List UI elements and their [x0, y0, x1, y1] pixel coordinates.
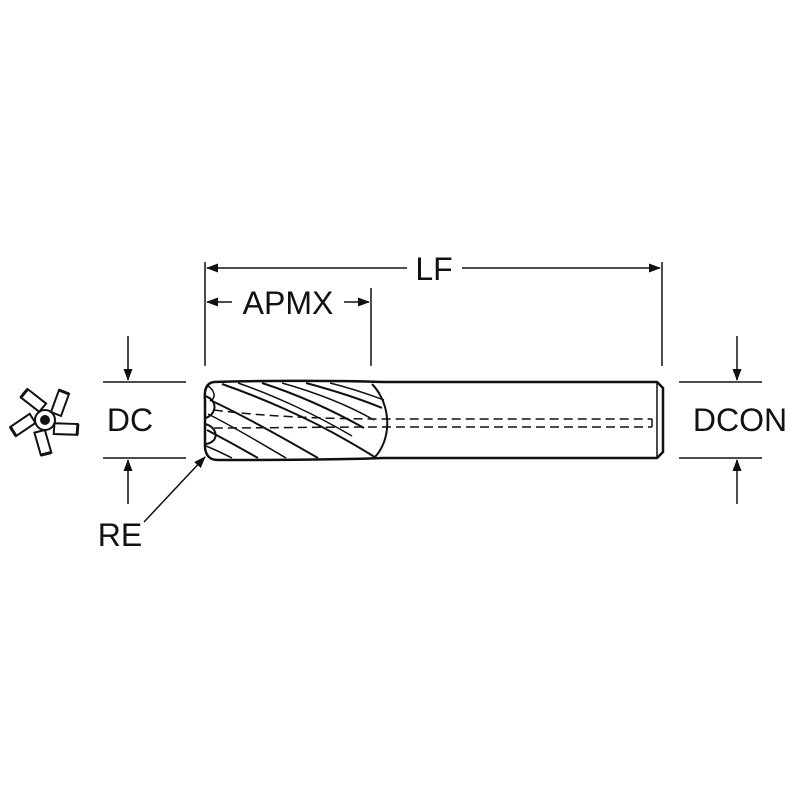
- cutter-end-view-icon: [8, 387, 80, 457]
- helical-flutes: [205, 382, 385, 459]
- lf-dimension: LF: [206, 251, 661, 287]
- flute-runout-curve: [371, 383, 389, 459]
- dc-label: DC: [107, 402, 153, 438]
- extension-lines: [103, 262, 762, 459]
- coolant-hole-lower: [213, 426, 652, 429]
- dc-dimension: DC: [107, 336, 153, 504]
- end-view-flute-4: [8, 412, 37, 438]
- re-dimension: RE: [98, 456, 206, 553]
- lf-label: LF: [415, 251, 452, 287]
- apmx-label: APMX: [243, 285, 334, 321]
- end-mill-side-view: [203, 379, 665, 462]
- re-leader-line: [143, 456, 206, 523]
- end-view-flute-2: [52, 422, 80, 436]
- re-label: RE: [98, 517, 142, 553]
- apmx-dimension: APMX: [206, 285, 370, 321]
- coolant-hole-upper: [213, 409, 652, 420]
- end-view-flute-1: [49, 388, 71, 418]
- end-view-flute-3: [33, 428, 53, 457]
- flute-section-outline: [203, 379, 384, 462]
- dcon-label: DCON: [693, 402, 787, 438]
- shank-outline: [383, 380, 665, 460]
- end-view-flute-5: [19, 387, 48, 414]
- dcon-dimension: DCON: [693, 336, 787, 504]
